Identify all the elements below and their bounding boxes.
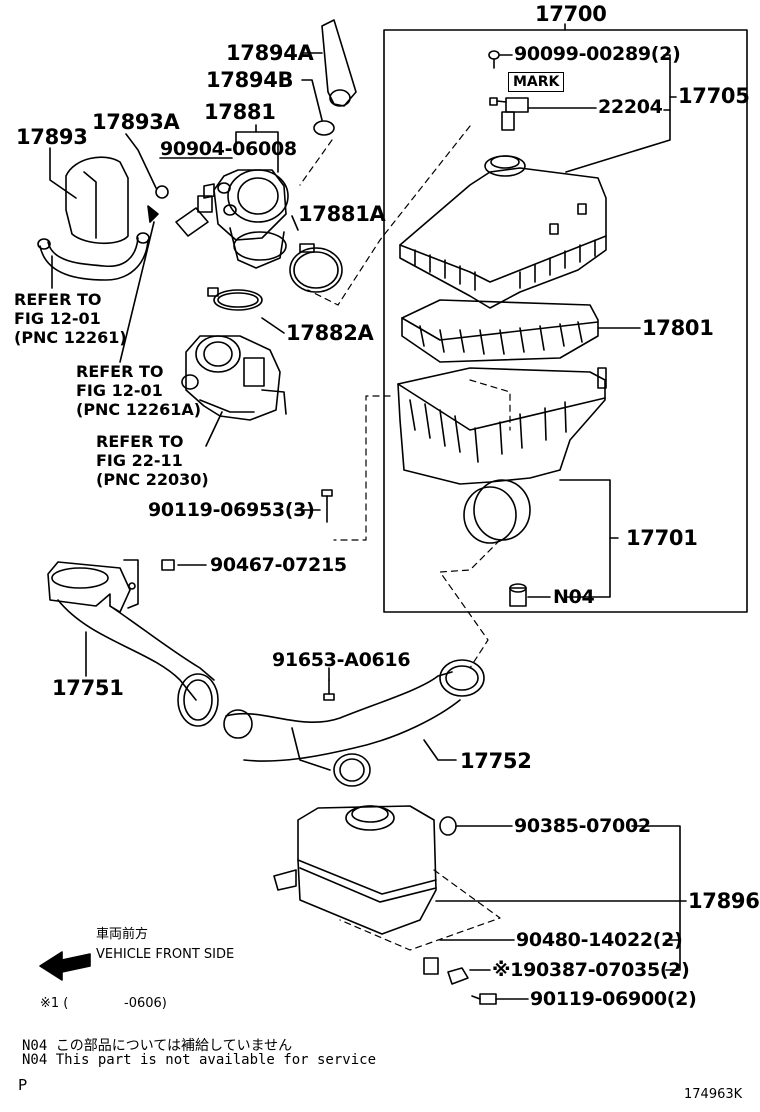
leader-17881A bbox=[291, 215, 299, 231]
figure-id: 174963K bbox=[684, 1087, 743, 1102]
part-label-17752[interactable]: 17752 bbox=[460, 749, 532, 773]
part-label-91653-A0616[interactable]: 91653-A0616 bbox=[272, 649, 411, 671]
part-label-17705[interactable]: 17705 bbox=[678, 84, 750, 108]
leader-17894B bbox=[301, 79, 323, 121]
refer-line: REFER TO bbox=[14, 290, 102, 309]
alignment-guides bbox=[299, 125, 511, 951]
part-label-17801[interactable]: 17801 bbox=[642, 316, 714, 340]
leader-17881 bbox=[235, 131, 279, 173]
part-label-17881A[interactable]: 17881A bbox=[298, 202, 386, 226]
refer-line: REFER TO bbox=[76, 362, 164, 381]
leader-ref2 bbox=[119, 221, 155, 363]
intake-duct-17751 bbox=[47, 559, 219, 727]
bolt-91653 bbox=[323, 679, 335, 701]
footnote-range: -0606) bbox=[124, 996, 167, 1011]
cover-17893 bbox=[65, 156, 129, 245]
part-label-N04[interactable]: N04 bbox=[553, 586, 595, 608]
leader-17882A bbox=[261, 317, 285, 334]
front-label-jp: 車両前方 bbox=[96, 927, 149, 942]
refer-line: FIG 12-01 bbox=[14, 309, 101, 328]
vehicle-front-arrow bbox=[39, 951, 91, 981]
ventilation-hose bbox=[37, 232, 150, 281]
throttle-body-adapter-17881 bbox=[213, 169, 289, 269]
refer-line: (PNC 12261A) bbox=[76, 400, 202, 419]
clamp-17893A bbox=[155, 185, 169, 199]
part-label-17700[interactable]: 17700 bbox=[535, 2, 607, 26]
part-label-17882A[interactable]: 17882A bbox=[286, 321, 374, 345]
part-label-17701[interactable]: 17701 bbox=[626, 526, 698, 550]
part-label-17881[interactable]: 17881 bbox=[204, 100, 276, 124]
air-cleaner-cap bbox=[399, 155, 607, 309]
part-label-90385-07002[interactable]: 90385-07002 bbox=[514, 815, 651, 837]
resonator-17896 bbox=[273, 805, 437, 935]
leader-ref3 bbox=[205, 411, 223, 447]
throttle-body bbox=[181, 335, 287, 421]
refer-note-12261A[interactable]: REFER TO FIG 12-01 (PNC 12261A) bbox=[76, 362, 201, 419]
part-label-90099-00289[interactable]: 90099-00289(2) bbox=[514, 43, 681, 65]
part-label-22204[interactable]: 22204 bbox=[598, 96, 663, 118]
leader-17752 bbox=[423, 739, 457, 761]
part-label-90480-14022[interactable]: 90480-14022(2) bbox=[516, 929, 683, 951]
part-label-17893A[interactable]: 17893A bbox=[92, 110, 180, 134]
mark-box: MARK bbox=[508, 72, 565, 92]
refer-line: (PNC 22030) bbox=[96, 470, 209, 489]
part-label-17893[interactable]: 17893 bbox=[16, 125, 88, 149]
clamp-17882A bbox=[207, 287, 263, 311]
bolt-90119-06953 bbox=[321, 489, 333, 523]
screw-90099 bbox=[488, 50, 500, 69]
part-label-90119-06953[interactable]: 90119-06953(3) bbox=[148, 499, 315, 521]
part-label-90387-07035[interactable]: ※190387-07035(2) bbox=[492, 959, 690, 981]
part-label-17894B[interactable]: 17894B bbox=[206, 68, 294, 92]
part-label-90467-07215[interactable]: 90467-07215 bbox=[210, 554, 347, 576]
refer-note-22030[interactable]: REFER TO FIG 22-11 (PNC 22030) bbox=[96, 432, 209, 489]
part-label-90904-06008[interactable]: 90904-06008 bbox=[160, 138, 297, 160]
clamp-17881A bbox=[289, 243, 343, 293]
leader-17893 bbox=[49, 147, 77, 199]
refer-line: REFER TO bbox=[96, 432, 184, 451]
refer-note-12261[interactable]: REFER TO FIG 12-01 (PNC 12261) bbox=[14, 290, 127, 347]
hose-17894A bbox=[321, 19, 357, 107]
footnote-marker: ※1 ( bbox=[40, 996, 69, 1011]
bolt-90119-06900 bbox=[471, 993, 497, 1005]
leader-17893A bbox=[125, 133, 157, 189]
filter-element-17801 bbox=[401, 299, 599, 363]
part-label-17894A[interactable]: 17894A bbox=[226, 41, 314, 65]
note-line-en: N04 This part is not available for servi… bbox=[22, 1052, 377, 1068]
cushion-90385 bbox=[439, 816, 457, 836]
front-label-en: VEHICLE FRONT SIDE bbox=[96, 947, 235, 962]
part-label-90119-06900[interactable]: 90119-06900(2) bbox=[530, 988, 697, 1010]
refer-line: (PNC 12261) bbox=[14, 328, 127, 347]
grommet-N04 bbox=[509, 583, 527, 607]
clip-90467 bbox=[161, 559, 175, 571]
hose-fitting-90904 bbox=[175, 183, 215, 237]
refer-line: FIG 12-01 bbox=[76, 381, 163, 400]
air-cleaner-case-17701 bbox=[397, 367, 607, 544]
refer-line: FIG 22-11 bbox=[96, 451, 183, 470]
note-line-jp: N04 この部品については補給していません bbox=[22, 1038, 293, 1054]
page-code: P bbox=[18, 1076, 28, 1094]
clamp-17894B bbox=[313, 120, 335, 136]
grommet-90480 bbox=[423, 957, 439, 975]
collar-90387 bbox=[447, 967, 469, 985]
part-label-17751[interactable]: 17751 bbox=[52, 676, 124, 700]
leader-17701 bbox=[559, 479, 611, 598]
air-flow-sensor-22204 bbox=[489, 97, 529, 131]
intake-hose-17752 bbox=[223, 659, 485, 787]
leader-17896 bbox=[631, 825, 681, 971]
part-label-17896[interactable]: 17896 bbox=[688, 889, 760, 913]
